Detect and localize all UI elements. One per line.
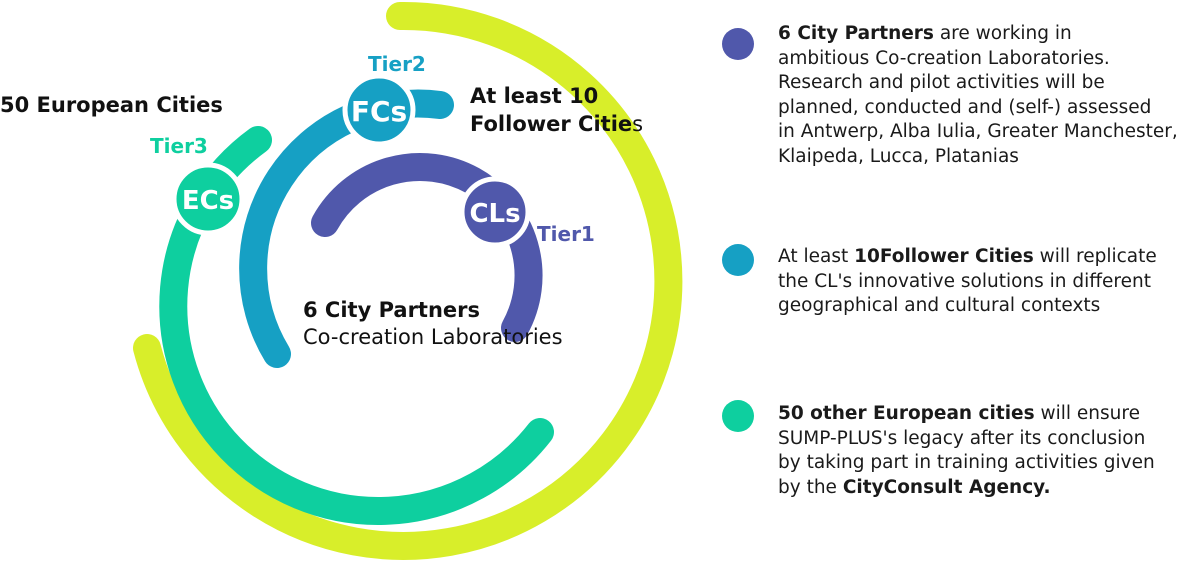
outer-ring-arc	[133, 1, 683, 560]
cls-circle	[459, 176, 531, 248]
tier2-label: Tier2	[368, 52, 426, 76]
partners-description: 6 City Partners are working in ambitious…	[778, 22, 1178, 169]
followers-description-line: geographical and cultural contexts	[778, 295, 1101, 316]
european-description-line: 50 other European cities will ensure	[778, 403, 1140, 424]
ecs-circle	[171, 162, 245, 236]
followers-annotation-line2: Follower Cities	[470, 112, 643, 136]
partners-description-line: planned, conducted and (self-) assessed	[778, 96, 1152, 118]
tier2-bullet-dot	[722, 244, 754, 276]
partners-description-line: Klaipeda, Lucca, Platanias	[778, 145, 1019, 167]
european-description-line: SUMP-PLUS's legacy after its conclusion	[778, 427, 1146, 449]
partners-annotation-subtitle: Co-creation Laboratories	[303, 325, 563, 349]
fcs-circle-label: FCs	[351, 95, 407, 128]
tier1-bullet-dot	[722, 28, 754, 60]
tier1-label: Tier1	[537, 222, 595, 246]
partners-description-line: 6 City Partners are working in	[778, 23, 1072, 44]
partners-description-line: Research and pilot activities will be	[778, 72, 1105, 93]
tier3-label: Tier3	[150, 134, 208, 158]
tier3-bullet-dot	[722, 400, 754, 432]
followers-description-line: the CL's innovative solutions in differe…	[778, 270, 1151, 292]
ecs-circle-label: ECs	[182, 186, 234, 216]
fcs-circle	[342, 73, 416, 147]
partners-annotation-title: 6 City Partners	[303, 298, 480, 322]
european-cities-annotation: 50 European Cities	[0, 93, 223, 117]
partners-description-line: ambitious Co-creation Laboratories.	[778, 47, 1110, 69]
european-description: 50 other European cities will ensure SUM…	[778, 402, 1155, 500]
partners-description-line: in Antwerp, Alba Iulia, Greater Manchest…	[778, 121, 1178, 142]
followers-annotation-line1: At least 10	[470, 84, 598, 108]
followers-description: At least 10Follower Cities will replicat…	[778, 245, 1157, 319]
european-description-line: by the CityConsult Agency.	[778, 476, 1051, 498]
followers-description-line: At least 10Follower Cities will replicat…	[778, 246, 1157, 267]
european-description-line: by taking part in training activities gi…	[778, 452, 1155, 473]
cls-circle-label: CLs	[469, 199, 520, 229]
tier-diagram: ECs FCs CLs Tier3 Tier2 Tier1 50 Europea…	[0, 1, 683, 560]
tier1-ring-arc	[311, 153, 543, 342]
